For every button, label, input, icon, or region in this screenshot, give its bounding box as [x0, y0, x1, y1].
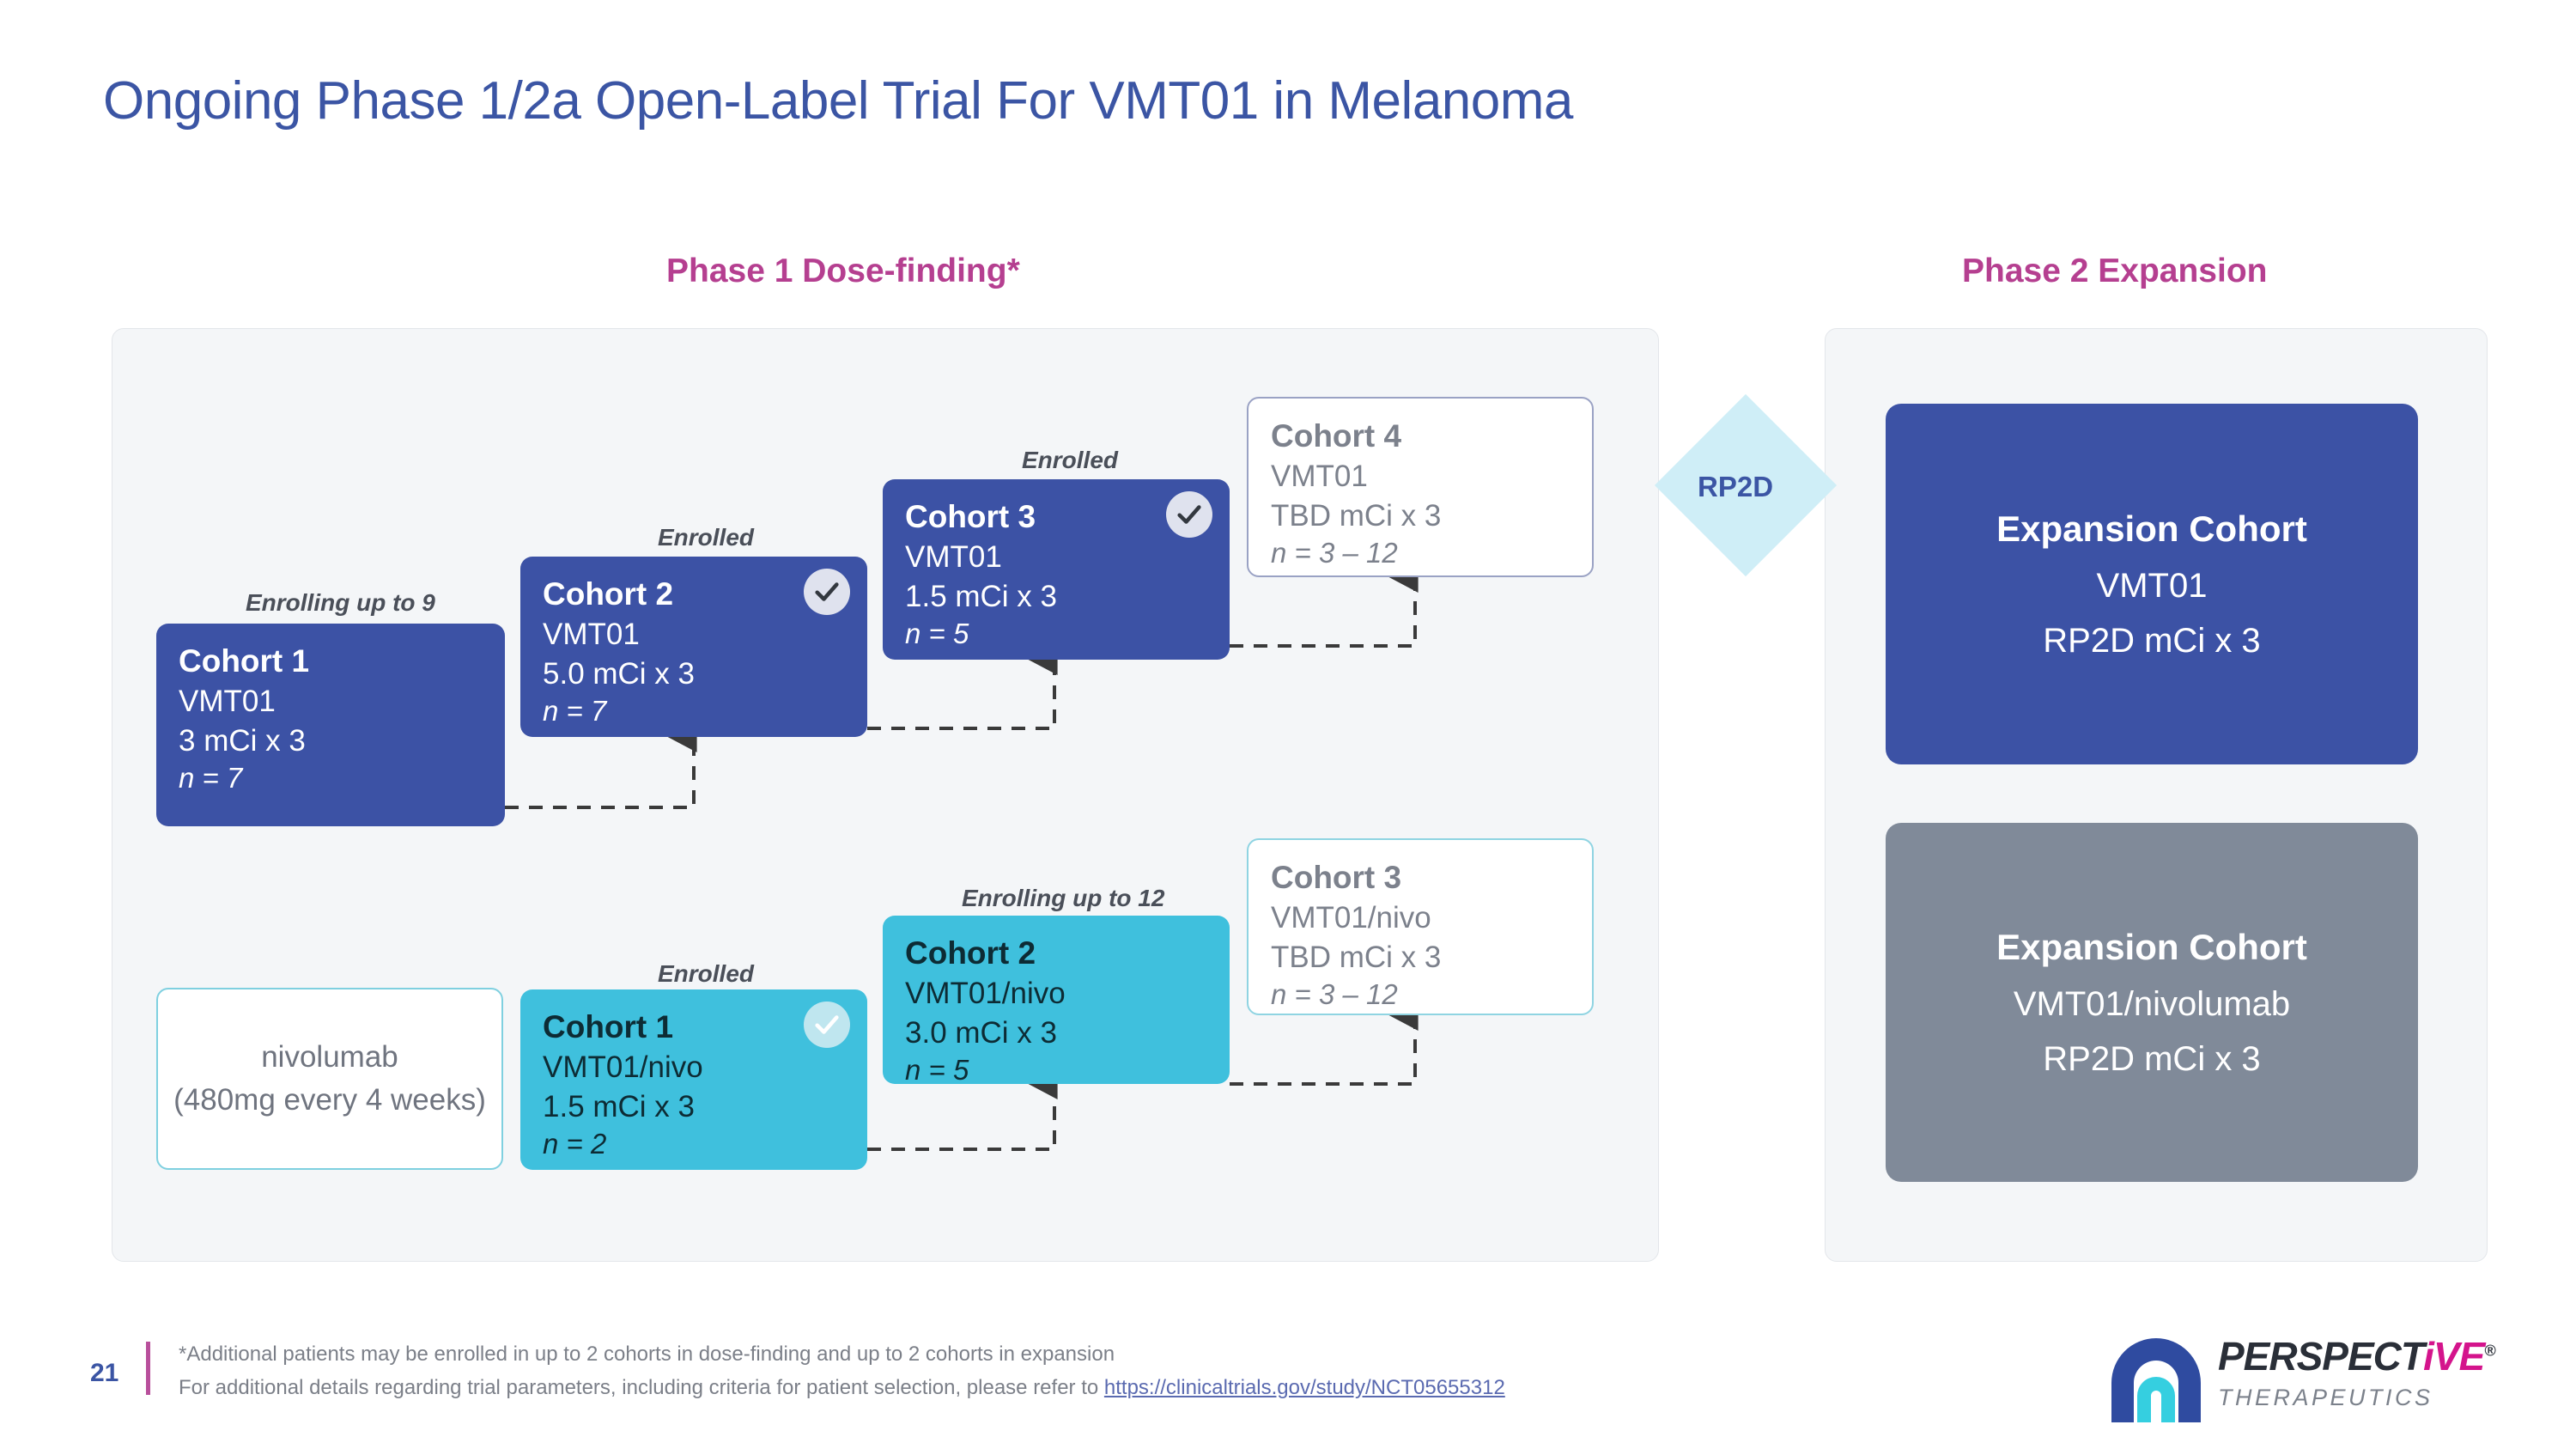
enrolled-check-icon	[1166, 491, 1212, 538]
enrolled-check-icon	[804, 1002, 850, 1048]
card-n: n = 7	[543, 695, 607, 728]
logo-wordmark: PERSPECTiVE® THERAPEUTICS	[2218, 1334, 2496, 1411]
footnote-line-1: *Additional patients may be enrolled in …	[179, 1342, 1115, 1366]
page-title: Ongoing Phase 1/2a Open-Label Trial For …	[103, 71, 1573, 131]
card-n: n = 7	[179, 762, 243, 795]
card-n: n = 3 – 12	[1271, 978, 1398, 1011]
phase-2-heading: Phase 2 Expansion	[1962, 253, 2268, 289]
footnote-line-2-text: For additional details regarding trial p…	[179, 1375, 1104, 1399]
expansion-drug: VMT01	[2096, 566, 2208, 605]
expansion-drug: VMT01/nivolumab	[2013, 984, 2291, 1023]
card-title: Cohort 1	[179, 643, 310, 679]
status-label-mono-cohort-1: Enrolling up to 9	[246, 589, 435, 616]
card-mono-cohort-2[interactable]: Cohort 2 VMT01 5.0 mCi x 3 n = 7	[520, 557, 867, 737]
status-label-combo-cohort-2: Enrolling up to 12	[962, 885, 1165, 911]
footnote: *Additional patients may be enrolled in …	[179, 1338, 1505, 1405]
card-dose: 1.5 mCi x 3	[543, 1089, 695, 1123]
rp2d-label: RP2D	[1698, 471, 1774, 502]
status-label-mono-cohort-2: Enrolled	[658, 524, 755, 551]
company-logo: PERSPECTiVE® THERAPEUTICS	[2108, 1330, 2512, 1431]
expansion-cohort-combo[interactable]: Expansion Cohort VMT01/nivolumab RP2D mC…	[1886, 823, 2418, 1182]
card-dose: 1.5 mCi x 3	[905, 579, 1057, 613]
card-title: Cohort 2	[543, 576, 674, 612]
enrolled-check-icon	[804, 569, 850, 615]
card-nivolumab[interactable]: nivolumab (480mg every 4 weeks)	[156, 988, 503, 1170]
logo-word-part2: VE	[2433, 1334, 2485, 1379]
card-mono-cohort-4[interactable]: Cohort 4 VMT01 TBD mCi x 3 n = 3 – 12	[1247, 397, 1594, 577]
status-label-combo-cohort-1: Enrolled	[658, 960, 755, 987]
logo-word-part1: PERSPECT	[2218, 1334, 2424, 1379]
expansion-title: Expansion Cohort	[1996, 508, 2307, 550]
card-mono-cohort-1[interactable]: Cohort 1 VMT01 3 mCi x 3 n = 7	[156, 624, 505, 826]
perspective-logo-mark	[2111, 1338, 2201, 1422]
card-n: n = 3 – 12	[1271, 537, 1398, 569]
card-combo-cohort-1[interactable]: Cohort 1 VMT01/nivo 1.5 mCi x 3 n = 2	[520, 989, 867, 1170]
card-dose: TBD mCi x 3	[1271, 498, 1442, 533]
nivolumab-name: nivolumab	[261, 1040, 398, 1075]
page-number: 21	[90, 1359, 119, 1387]
card-title: Cohort 3	[905, 499, 1036, 534]
card-drug: VMT01/nivo	[905, 977, 1066, 1011]
nivolumab-detail: (480mg every 4 weeks)	[173, 1083, 486, 1117]
expansion-title: Expansion Cohort	[1996, 927, 2307, 968]
card-combo-cohort-2[interactable]: Cohort 2 VMT01/nivo 3.0 mCi x 3 n = 5	[883, 916, 1230, 1086]
card-drug: VMT01	[543, 618, 640, 652]
logo-word: PERSPECTiVE®	[2218, 1334, 2496, 1379]
card-drug: VMT01	[1271, 460, 1368, 494]
phase-1-heading: Phase 1 Dose-finding*	[666, 253, 1020, 289]
card-dose: 3 mCi x 3	[179, 723, 306, 758]
card-title: Cohort 4	[1271, 418, 1402, 454]
card-n: n = 2	[543, 1128, 607, 1160]
card-dose: 3.0 mCi x 3	[905, 1015, 1057, 1050]
card-n: n = 5	[905, 618, 969, 650]
footer-divider	[146, 1342, 150, 1395]
footnote-line-2: For additional details regarding trial p…	[179, 1372, 1505, 1405]
logo-subtitle: THERAPEUTICS	[2218, 1385, 2433, 1410]
card-drug: VMT01	[905, 540, 1002, 575]
card-dose: TBD mCi x 3	[1271, 940, 1442, 974]
clinicaltrials-link[interactable]: https://clinicaltrials.gov/study/NCT0565…	[1103, 1375, 1505, 1399]
status-label-mono-cohort-3: Enrolled	[1022, 447, 1119, 473]
expansion-cohort-mono[interactable]: Expansion Cohort VMT01 RP2D mCi x 3	[1886, 404, 2418, 764]
card-title: Cohort 2	[905, 935, 1036, 971]
card-n: n = 5	[905, 1054, 969, 1087]
card-combo-cohort-3[interactable]: Cohort 3 VMT01/nivo TBD mCi x 3 n = 3 – …	[1247, 838, 1594, 1015]
card-drug: VMT01/nivo	[543, 1050, 703, 1085]
card-title: Cohort 3	[1271, 860, 1402, 895]
expansion-dose: RP2D mCi x 3	[2043, 1039, 2261, 1078]
logo-word-i: i	[2423, 1334, 2434, 1379]
expansion-dose: RP2D mCi x 3	[2043, 621, 2261, 660]
card-dose: 5.0 mCi x 3	[543, 656, 695, 691]
registered-mark: ®	[2484, 1342, 2495, 1360]
card-drug: VMT01	[179, 685, 276, 719]
card-title: Cohort 1	[543, 1009, 674, 1044]
card-drug: VMT01/nivo	[1271, 901, 1431, 935]
